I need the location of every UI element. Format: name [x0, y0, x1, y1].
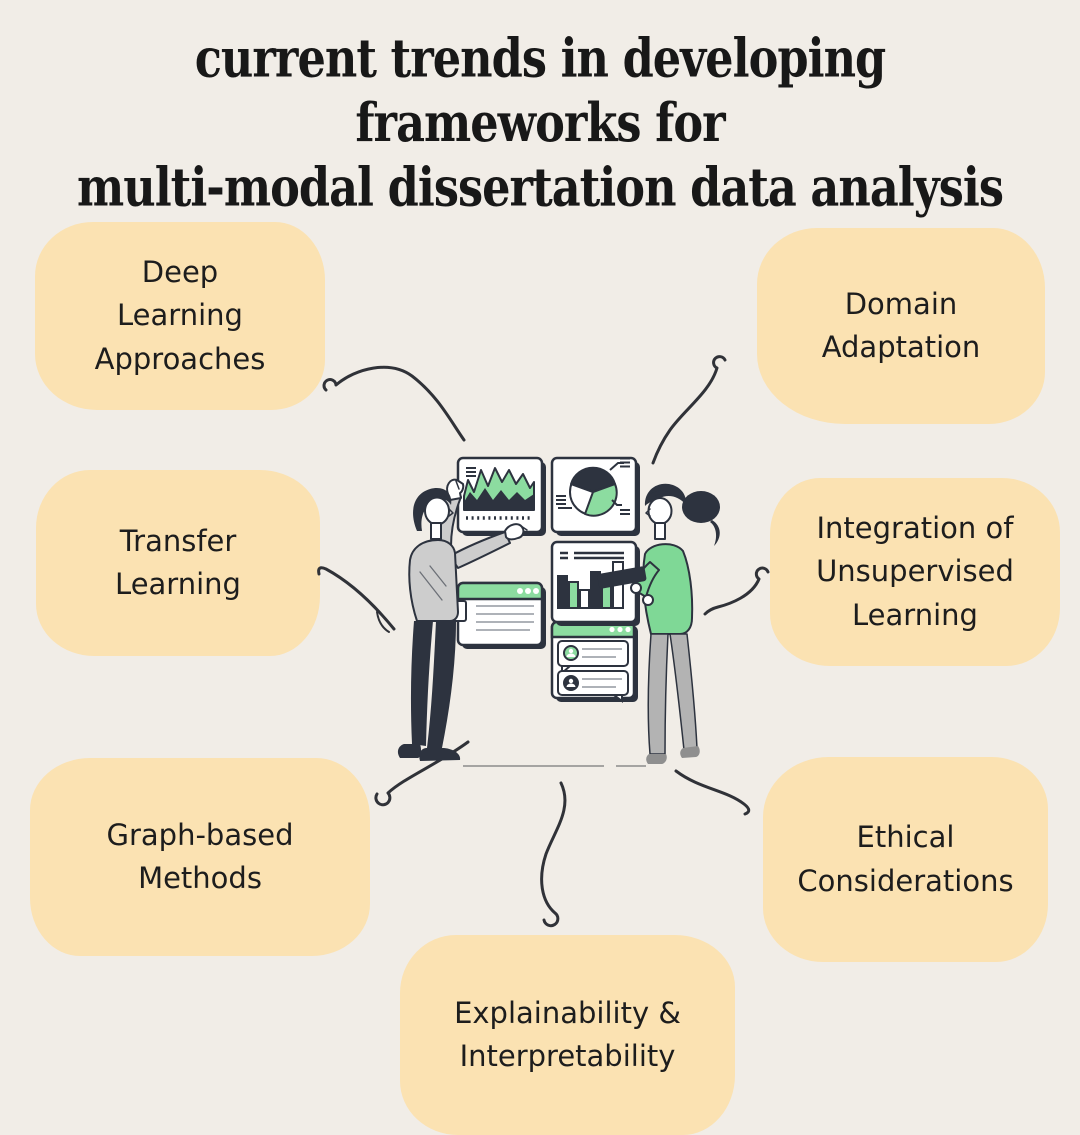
connector-lines [317, 355, 770, 928]
connector-explainability [540, 781, 567, 928]
browser-text-lines [476, 605, 534, 631]
browser-card [449, 600, 467, 622]
woman-leg [669, 633, 698, 751]
topic-bubble-explainability: Explainability & Interpretability [400, 935, 735, 1135]
decorative-squiggle [376, 611, 390, 633]
man-shoe [397, 744, 422, 758]
man-neck [430, 522, 442, 540]
topic-label: Explainability & Interpretability [454, 995, 681, 1074]
man-hand [504, 523, 525, 541]
title-line-1: current trends in developing [194, 27, 887, 90]
woman-sweater [642, 543, 694, 635]
woman-hand [642, 594, 654, 606]
woman-leg [647, 633, 669, 755]
chat-titlebar [550, 620, 636, 639]
title-line-3: multi-modal dissertation data analysis [76, 155, 1004, 219]
connector-graph-based [374, 740, 470, 807]
man-sweater [408, 539, 459, 622]
woman-hair [644, 483, 687, 506]
infographic-title: current trends in developing frameworks … [16, 26, 1064, 219]
woman-analyst [597, 483, 720, 764]
browser-titlebar [456, 581, 544, 601]
browser-window-panel [449, 581, 546, 649]
man-raised-arm [431, 491, 462, 547]
woman-shoe [680, 746, 700, 758]
connector-unsupervised [703, 566, 770, 616]
topic-bubble-domain-adaptation: Domain Adaptation [757, 228, 1045, 424]
topic-label: Deep Learning Approaches [94, 254, 266, 376]
topic-bubble-unsupervised-learning: Integration of Unsupervised Learning [770, 478, 1060, 666]
topic-bubble-transfer-learning: Transfer Learning [36, 470, 320, 656]
bar-chart-panel [550, 540, 640, 626]
topic-label: Integration of Unsupervised Learning [816, 510, 1014, 632]
area-series-green [463, 467, 535, 511]
window-dot-icon [533, 588, 539, 594]
man-leg [410, 621, 433, 746]
woman-ponytail [682, 491, 720, 523]
man-extended-arm [449, 531, 511, 569]
topic-label: Ethical Considerations [797, 820, 1014, 898]
window-dot-icon [625, 626, 631, 633]
window-dot-icon [617, 626, 623, 633]
pie-slice-green [584, 483, 618, 517]
menu-icon [466, 467, 476, 477]
tablet [597, 566, 647, 589]
man-pointing-hand [446, 478, 465, 501]
bar-series [557, 561, 624, 609]
topic-label: Transfer Learning [115, 523, 241, 602]
woman-shoe [646, 754, 667, 764]
woman-hand [630, 582, 642, 594]
man-shoe [419, 748, 461, 761]
title-line-2: frameworks for [355, 91, 725, 154]
connector-domain-adaptation [651, 355, 727, 465]
man-analyst [397, 478, 528, 761]
area-chart-panel [456, 456, 546, 536]
woman-arm [632, 561, 660, 598]
woman-head [647, 497, 673, 525]
connector-deep-learning [322, 365, 466, 442]
infographic-canvas: current trends in developing frameworks … [16, 26, 1064, 1135]
avatar-icon [563, 645, 579, 661]
avatar-icon [563, 675, 579, 691]
man-hair [413, 488, 452, 531]
chat-window-panel [550, 620, 638, 703]
connector-transfer-learning [317, 566, 396, 631]
menu-lines [560, 551, 624, 560]
chat-message-1 [557, 640, 629, 676]
topic-bubble-ethical-considerations: Ethical Considerations [763, 757, 1048, 962]
connector-ethical [674, 769, 751, 816]
topic-bubble-graph-based-methods: Graph-based Methods [30, 758, 370, 956]
area-series-dark [464, 488, 534, 510]
man-leg [427, 621, 456, 748]
topic-label: Domain Adaptation [821, 286, 981, 365]
window-dot-icon [525, 588, 531, 594]
pie-callouts [556, 457, 630, 515]
pie-slice-dark [570, 466, 616, 493]
topic-bubble-deep-learning: Deep Learning Approaches [35, 222, 325, 410]
window-dot-icon [609, 626, 615, 633]
topic-label: Graph-based Methods [106, 817, 294, 896]
woman-neck [654, 522, 666, 540]
window-dot-icon [517, 588, 523, 594]
pie-chart-panel [550, 456, 640, 536]
man-head [424, 496, 450, 526]
chat-message-2 [557, 670, 629, 703]
